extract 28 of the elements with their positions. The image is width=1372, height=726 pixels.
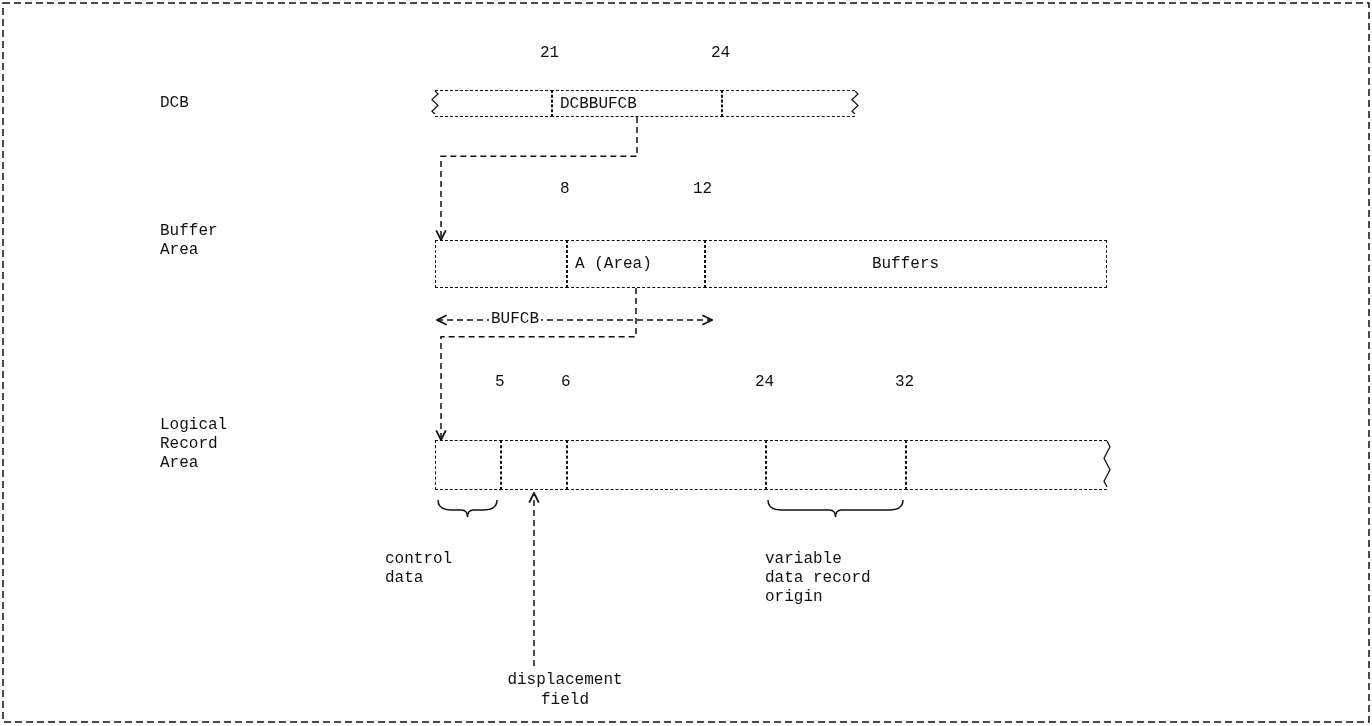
record-field: [435, 240, 568, 288]
arrow: [435, 116, 638, 241]
row-label: Buffer Area: [160, 222, 219, 261]
record-field: [551, 90, 723, 117]
row-label: DCB: [160, 94, 189, 114]
offset-number: 32: [895, 373, 915, 393]
offset-number: 24: [755, 373, 775, 393]
record-field: [704, 240, 1107, 288]
field-label: DCBBUFCB: [559, 93, 638, 114]
record-field: [566, 240, 706, 288]
offset-number: 21: [540, 44, 560, 64]
field-label: Buffers: [870, 254, 941, 274]
arrow: [528, 492, 540, 667]
record-field: [435, 440, 502, 490]
field-label: A (Area): [574, 254, 653, 274]
record-field: [566, 440, 767, 490]
offset-number: 24: [711, 44, 731, 64]
arrow: [435, 287, 637, 441]
offset-number: 12: [693, 180, 713, 200]
row-label: Logical Record Area: [160, 416, 229, 474]
offset-number: 8: [560, 180, 570, 200]
annotation-text: displacement field: [506, 670, 624, 710]
record-field: [765, 440, 907, 490]
annotation-text: control data: [385, 550, 454, 589]
offset-number: 6: [561, 373, 571, 393]
offset-number: 5: [495, 373, 505, 393]
record-field: [500, 440, 568, 490]
annotation-text: variable data record origin: [765, 550, 872, 608]
